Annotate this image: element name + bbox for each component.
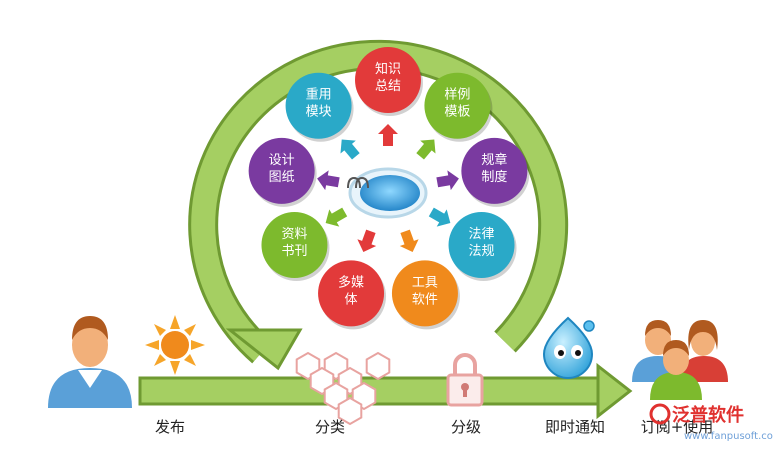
node-design-circle	[248, 137, 315, 204]
spoke-arrow-tools	[399, 229, 419, 253]
pool-icon	[347, 167, 428, 219]
water-drop-mascot-icon	[542, 316, 595, 379]
spoke-arrow-docs	[325, 207, 348, 227]
step-grade: 分级	[451, 418, 481, 436]
lock-icon	[446, 353, 484, 407]
spoke-arrow-media	[357, 229, 377, 253]
hexagon-cluster-icon	[295, 351, 391, 426]
hexagon-7	[337, 396, 363, 426]
node-media: 多媒体	[318, 260, 387, 330]
node-media-circle	[318, 260, 385, 327]
spoke-arrow-law	[428, 207, 451, 227]
node-tools-label-0: 工具	[412, 275, 438, 290]
node-template-label-1: 模板	[444, 105, 470, 120]
step-classify: 分类	[315, 418, 345, 436]
publisher-avatar-icon	[48, 316, 132, 408]
spoke-arrow-reuse	[340, 139, 360, 160]
node-template-circle	[424, 72, 491, 139]
node-knowledge-label-1: 总结	[375, 79, 401, 94]
brand-logo-text: 泛普软件	[672, 404, 744, 426]
node-tools-label-1: 软件	[412, 292, 438, 307]
node-design-label-0: 设计	[269, 153, 295, 168]
hexagon-4	[365, 351, 391, 381]
node-reuse-label-0: 重用	[306, 87, 332, 103]
spoke-arrow-knowledge	[378, 124, 398, 146]
spoke-arrow-rules	[436, 170, 459, 191]
node-tools-circle	[391, 260, 458, 327]
subscribers-group-icon	[632, 320, 728, 400]
node-knowledge-label-0: 知识	[375, 61, 401, 77]
brand-logo: 泛普软件 www.fanpusoft.com	[649, 403, 773, 442]
node-knowledge-circle	[355, 47, 421, 113]
brand-logo-url: www.fanpusoft.com	[684, 431, 773, 442]
node-rules-label-1: 制度	[481, 169, 507, 185]
node-media-label-1: 体	[345, 292, 358, 307]
node-reuse-label-1: 模块	[306, 105, 332, 120]
node-docs-circle	[261, 212, 328, 278]
spoke-arrow-template	[416, 139, 436, 160]
node-docs-label-1: 书刊	[281, 244, 307, 259]
spoke-arrows	[317, 124, 459, 253]
node-law-label-0: 法律	[469, 227, 495, 242]
node-rules-circle	[461, 137, 528, 204]
node-law-label-1: 法规	[469, 244, 495, 259]
node-template-label-0: 样例	[444, 88, 470, 103]
node-design-label-1: 图纸	[269, 170, 295, 185]
step-notify: 即时通知	[545, 418, 605, 436]
node-media-label-0: 多媒	[338, 274, 364, 290]
node-rules-label-0: 规章	[481, 152, 507, 168]
node-reuse-circle	[285, 72, 352, 139]
node-law-circle	[448, 212, 515, 278]
sun-icon	[145, 315, 205, 375]
node-docs-label-0: 资料	[281, 227, 307, 242]
spoke-arrow-design	[317, 170, 340, 191]
step-publish: 发布	[155, 418, 185, 436]
